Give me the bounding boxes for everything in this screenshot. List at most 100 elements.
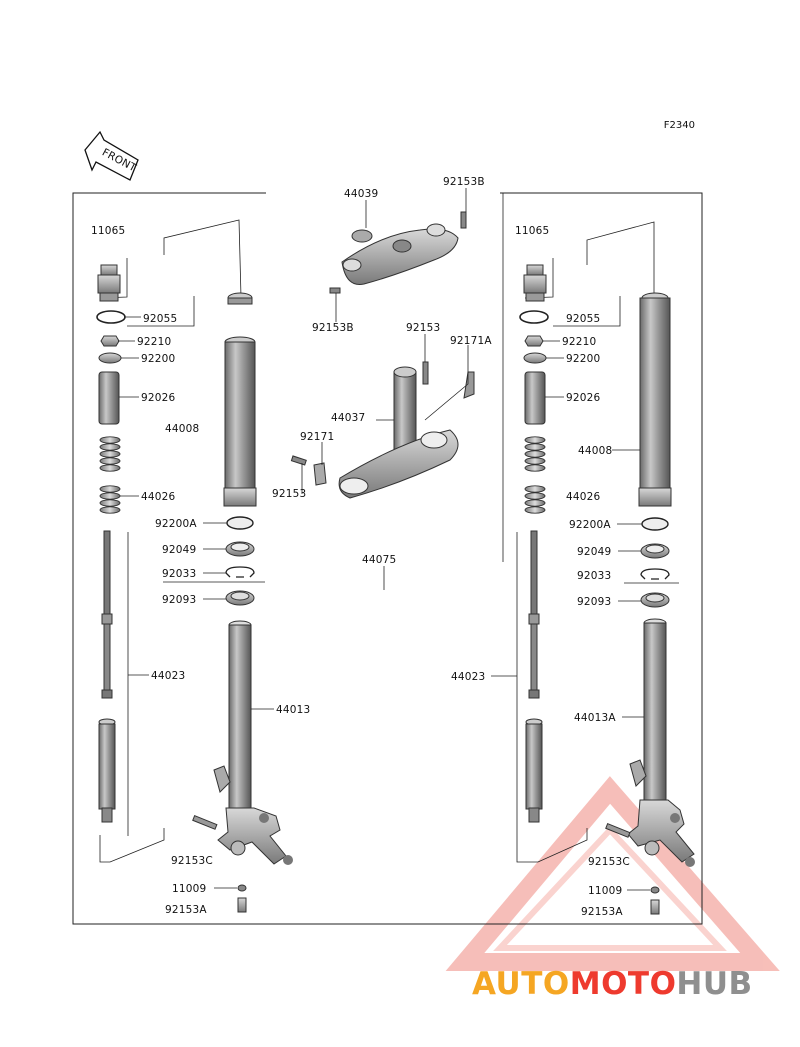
- spring-right: [524, 436, 546, 514]
- spring-coil: [524, 506, 546, 514]
- spring-coil: [99, 436, 121, 444]
- outer-tube-left: [223, 292, 257, 507]
- spring-coil: [524, 457, 546, 465]
- spring-coil: [99, 485, 121, 493]
- spring-coil: [524, 436, 546, 444]
- spring-coil: [524, 464, 546, 472]
- bolt-92153C-right: [605, 822, 631, 838]
- label-92049-right: 92049: [577, 546, 611, 558]
- label-92055-left: 92055: [143, 313, 177, 325]
- automotohub-watermark-logo: AUTOMOTOHUB: [472, 966, 753, 1002]
- drain-bolt-right: [650, 899, 660, 915]
- spring-left: [99, 436, 121, 514]
- spring-coil: [524, 485, 546, 493]
- label-92200-left: 92200: [141, 353, 175, 365]
- label-92033-right: 92033: [577, 570, 611, 582]
- o-ring-right: [519, 310, 549, 324]
- spring-coil: [99, 443, 121, 451]
- label-92210-right: 92210: [562, 336, 596, 348]
- label-92153B-bottom: 92153B: [312, 322, 354, 334]
- cap-bolt-right: [523, 264, 547, 302]
- right-assembly-frame: [404, 192, 703, 925]
- spring-coil: [99, 464, 121, 472]
- dust-seal-right: [640, 592, 670, 608]
- gasket-left: [237, 884, 247, 892]
- outer-tube-right: [638, 292, 672, 507]
- washer-right: [523, 352, 547, 364]
- label-11009-right: 11009: [588, 885, 622, 897]
- spring-coil: [99, 450, 121, 458]
- logo-part-auto: AUTO: [472, 966, 570, 1002]
- collar-right: [524, 371, 546, 425]
- label-92026-right: 92026: [566, 392, 601, 404]
- label-92153B-top: 92153B: [443, 176, 485, 188]
- inner-tube-right: [627, 618, 695, 867]
- collar-left: [98, 371, 120, 425]
- inner-tube-left: [213, 620, 293, 865]
- label-92200A-right: 92200A: [569, 519, 611, 531]
- label-44039: 44039: [344, 188, 378, 200]
- label-44008-right: 44008: [578, 445, 612, 457]
- spring-coil: [99, 499, 121, 507]
- label-92153-lower: 92153: [272, 488, 306, 500]
- label-92049-left: 92049: [162, 544, 196, 556]
- label-92033-left: 92033: [162, 568, 196, 580]
- label-44023-left: 44023: [151, 670, 185, 682]
- o-ring-left: [96, 310, 126, 324]
- label-44023-right: 44023: [451, 671, 485, 683]
- label-92093-left: 92093: [162, 594, 196, 606]
- label-11065-right: 11065: [515, 225, 549, 237]
- label-92055-right: 92055: [566, 313, 600, 325]
- damper-rod-right: [525, 530, 543, 823]
- label-44026-right: 44026: [566, 491, 601, 503]
- cap-bolt-left: [97, 264, 121, 302]
- nut-left: [100, 335, 120, 347]
- front-arrow-icon: FRONT: [84, 130, 139, 181]
- label-44075: 44075: [362, 554, 396, 566]
- nut-right: [524, 335, 544, 347]
- spring-coil: [524, 499, 546, 507]
- spring-coil: [99, 457, 121, 465]
- figure-reference: F2340: [663, 120, 695, 131]
- drain-bolt-left: [237, 897, 247, 913]
- spring-coil: [524, 450, 546, 458]
- label-92200-right: 92200: [566, 353, 600, 365]
- damper-rod-left: [98, 530, 116, 823]
- retaining-ring-right: [640, 568, 670, 580]
- spring-coil: [524, 443, 546, 451]
- center-callouts: 44039 92153B 92153B 92153 92171A 44037 9…: [272, 176, 492, 566]
- label-92153-upper: 92153: [406, 322, 440, 334]
- label-92153A-right: 92153A: [581, 906, 623, 918]
- seal-92200A-right: [641, 517, 669, 531]
- bolt-92153C-left: [192, 814, 218, 830]
- seal-92200A-left: [226, 516, 254, 530]
- label-92200A-left: 92200A: [155, 518, 197, 530]
- upper-triple-clamp: [329, 211, 467, 294]
- label-44026-left: 44026: [141, 491, 176, 503]
- label-92210-left: 92210: [137, 336, 171, 348]
- oil-seal-left: [225, 541, 255, 557]
- label-44013-left: 44013: [276, 704, 310, 716]
- gasket-right: [650, 886, 660, 894]
- label-92171A: 92171A: [450, 335, 492, 347]
- spring-coil: [524, 492, 546, 500]
- label-92153C-right: 92153C: [588, 856, 630, 868]
- label-92026-left: 92026: [141, 392, 176, 404]
- right-callouts: 11065 92055 92210 92200 92026 44008 4402…: [451, 225, 650, 918]
- label-92153C-left: 92153C: [171, 855, 213, 867]
- spring-coil: [99, 506, 121, 514]
- spring-coil: [99, 492, 121, 500]
- oil-seal-right: [640, 543, 670, 559]
- label-44013A-right: 44013A: [574, 712, 616, 724]
- logo-part-moto: MOTO: [569, 966, 677, 1002]
- label-11065-left: 11065: [91, 225, 125, 237]
- dust-seal-left: [225, 590, 255, 606]
- retaining-ring-left: [225, 566, 255, 578]
- logo-part-hub: HUB: [676, 966, 753, 1002]
- label-92171: 92171: [300, 431, 334, 443]
- washer-left: [98, 352, 122, 364]
- lower-triple-clamp: [290, 361, 475, 499]
- watermark-triangle-icon: [445, 776, 780, 971]
- left-assembly-frame: [72, 192, 404, 925]
